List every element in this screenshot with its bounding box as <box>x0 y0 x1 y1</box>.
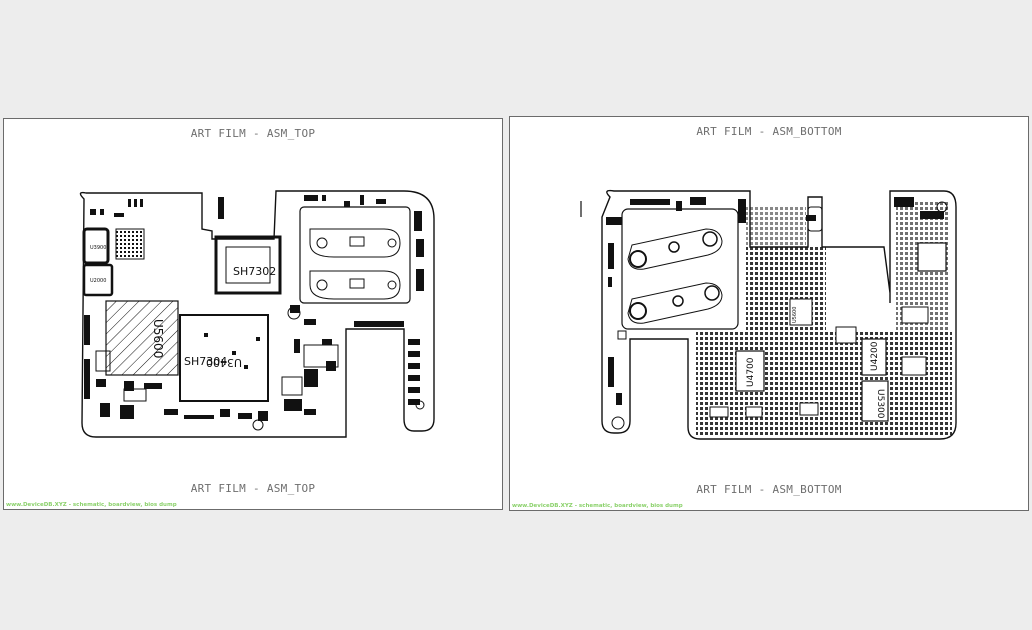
board-outline <box>79 190 435 438</box>
ref-label: U5600 <box>792 307 798 323</box>
board-outline <box>601 189 957 440</box>
sim-area <box>299 206 411 304</box>
panel-footer-top: ART FILM - ASM_TOP <box>190 482 316 495</box>
ref-label: U3400 <box>206 356 242 369</box>
shield-hatched <box>105 300 179 376</box>
top-assembly-panel: ART FILM - ASM_TOP <box>3 118 503 510</box>
chip-u5300 <box>861 380 889 422</box>
bottom-assembly-panel: ART FILM - ASM_BOTTOM <box>509 116 1029 511</box>
shield-sh7302 <box>214 235 282 295</box>
ref-label: SH7304 <box>184 355 227 368</box>
ref-label: U5600 <box>151 319 165 358</box>
ref-label: U5300 <box>875 389 885 419</box>
bottom-board-drawing: U4700 U4200 U5300 U5600 <box>580 189 957 440</box>
ref-label: U4200 <box>870 341 880 371</box>
ref-label: U2000 <box>90 278 106 284</box>
panel-footer-bottom: ART FILM - ASM_BOTTOM <box>696 483 842 496</box>
shield-sh7304 <box>179 314 269 402</box>
top-board-drawing: U5600 SH7304 U3400 SH7302 U2000 U3900 <box>79 190 435 438</box>
chip-u4200 <box>861 338 887 376</box>
panel-title-bottom: ART FILM - ASM_BOTTOM <box>696 125 842 138</box>
ref-label: SH7302 <box>233 265 276 278</box>
watermark: www.DeviceDB.XYZ - schematic, boardview,… <box>6 502 177 508</box>
watermark: www.DeviceDB.XYZ - schematic, boardview,… <box>512 503 683 509</box>
chip-u4700 <box>735 350 765 392</box>
ref-label: U4700 <box>746 357 756 387</box>
panel-title-top: ART FILM - ASM_TOP <box>190 127 316 140</box>
component-outline <box>82 227 110 265</box>
ref-label: U3900 <box>90 245 106 251</box>
